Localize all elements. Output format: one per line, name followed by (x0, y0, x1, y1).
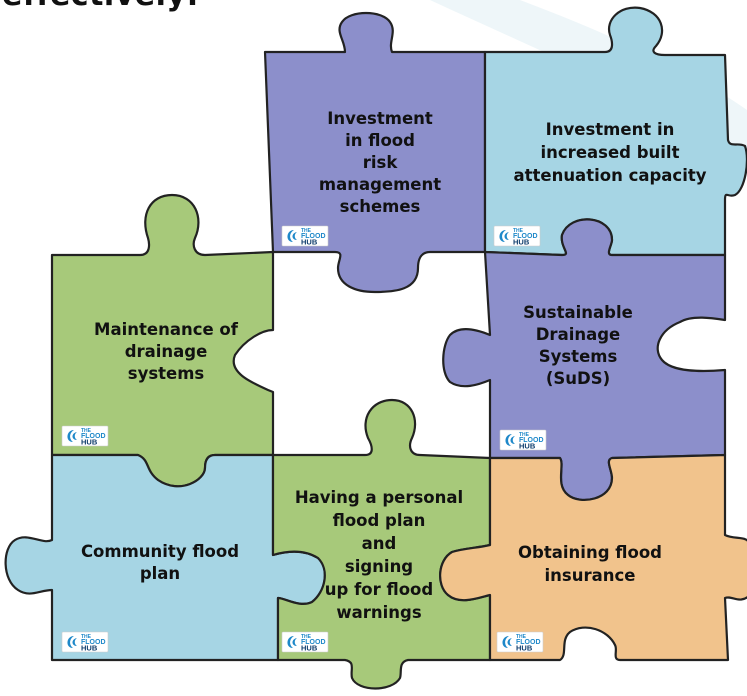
puzzle-piece-investment-frm (263, 11, 487, 294)
svg-text:FLOOD: FLOOD (81, 433, 106, 440)
label-line: drainage (125, 342, 208, 361)
wave-icon (287, 636, 297, 648)
label-line: (SuDS) (546, 369, 610, 388)
label-investment-frm: Investment in flood risk management schemes (319, 109, 441, 216)
label-line: Community flood (81, 542, 239, 561)
svg-text:THE: THE (513, 228, 524, 234)
svg-text:THE: THE (519, 432, 530, 438)
label-line: warnings (336, 603, 421, 622)
svg-text:HUB: HUB (301, 644, 318, 653)
svg-text:FLOOD: FLOOD (516, 639, 541, 646)
wave-icon (67, 636, 77, 648)
label-line: systems (128, 364, 205, 383)
label-community: Community flood plan (81, 542, 239, 583)
label-maintenance: Maintenance of drainage systems (94, 320, 239, 383)
wave-icon (499, 230, 509, 242)
label-line: schemes (340, 197, 421, 216)
puzzle-piece-insurance (439, 453, 747, 662)
label-line: Investment in (546, 120, 675, 139)
svg-text:THE: THE (301, 634, 312, 640)
svg-text:HUB: HUB (301, 238, 318, 247)
page-heading: effectively: (2, 0, 199, 13)
svg-text:FLOOD: FLOOD (81, 639, 106, 646)
svg-text:HUB: HUB (81, 438, 98, 447)
wave-icon (67, 430, 77, 442)
svg-text:HUB: HUB (81, 644, 98, 653)
label-insurance: Obtaining flood insurance (518, 543, 662, 585)
label-personal: Having a personal flood plan and signing up … (295, 488, 463, 622)
label-line: attenuation capacity (513, 166, 706, 185)
svg-text:FLOOD: FLOOD (301, 233, 326, 240)
label-attenuation: Investment in increased built attenuation … (513, 120, 706, 185)
label-line: Obtaining flood (518, 543, 662, 562)
svg-text:HUB: HUB (513, 238, 530, 247)
svg-text:THE: THE (516, 634, 527, 640)
label-line: Maintenance of (94, 320, 239, 339)
svg-text:FLOOD: FLOOD (301, 639, 326, 646)
wave-icon (502, 636, 512, 648)
label-line: management (319, 175, 441, 194)
svg-text:FLOOD: FLOOD (513, 233, 538, 240)
label-line: risk (363, 153, 399, 172)
svg-text:HUB: HUB (519, 442, 536, 451)
wave-icon (505, 434, 515, 446)
label-line: Systems (539, 347, 618, 366)
label-line: in flood (345, 131, 415, 150)
label-line: signing (345, 557, 413, 576)
flood-hub-logos: THEFLOODHUBTHEFLOODHUBTHEFLOODHUBTHEFLOO… (61, 225, 547, 653)
svg-text:FLOOD: FLOOD (519, 437, 544, 444)
wave-icon (287, 230, 297, 242)
svg-text:THE: THE (81, 634, 92, 640)
label-line: plan (140, 564, 180, 583)
svg-text:THE: THE (301, 228, 312, 234)
label-line: Having a personal (295, 488, 463, 507)
label-line: Sustainable (523, 303, 633, 322)
svg-text:THE: THE (81, 428, 92, 434)
label-line: flood plan (333, 511, 426, 530)
label-line: Drainage (536, 325, 621, 344)
svg-text:HUB: HUB (516, 644, 533, 653)
label-line: increased built (541, 143, 680, 162)
label-line: and (362, 534, 397, 553)
label-line: up for flood (325, 580, 433, 599)
label-line: insurance (545, 566, 636, 585)
label-line: Investment (327, 109, 433, 128)
